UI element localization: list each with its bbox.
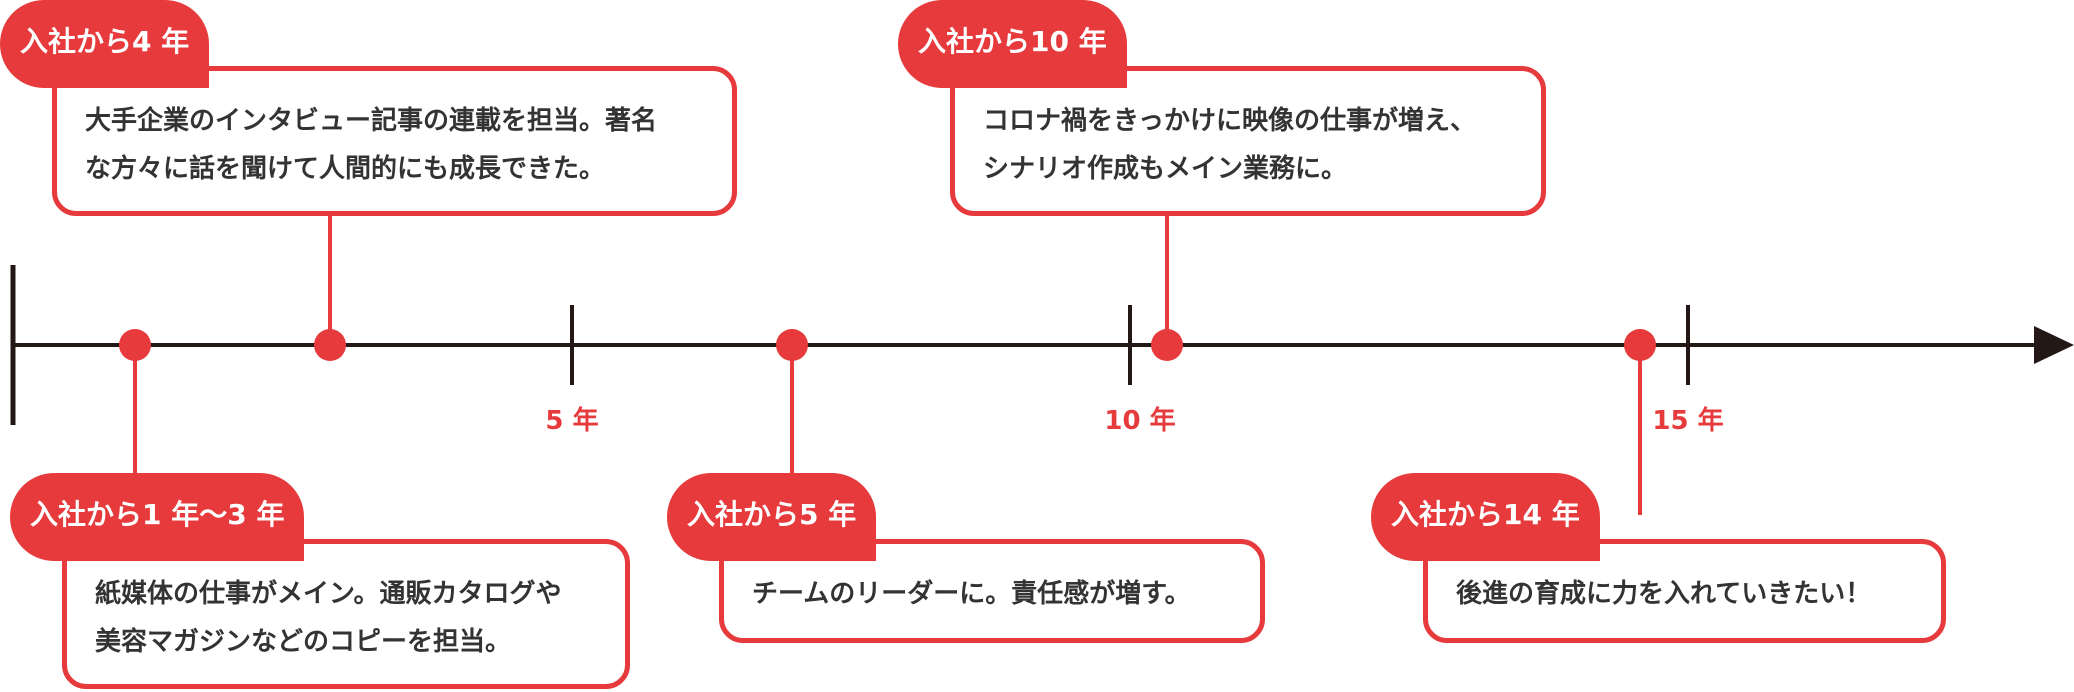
tick-label-10: 10 年: [1104, 406, 1176, 436]
event-text-line: 美容マガジンなどのコピーを担当。: [95, 627, 512, 657]
axis-arrow-icon: [2034, 326, 2074, 364]
event-card: 紙媒体の仕事がメイン。通販カタログや 美容マガジンなどのコピーを担当。: [62, 539, 630, 689]
event-text-line: チームのリーダーに。責任感が増す。: [752, 579, 1191, 609]
tick-label-15: 15 年: [1652, 406, 1724, 436]
event-tag: 入社から4 年: [0, 0, 210, 88]
event-text-line: シナリオ作成もメイン業務に。: [983, 154, 1348, 184]
event-tag: 入社から10 年: [898, 0, 1127, 88]
event-card: 後進の育成に力を入れていきたい！: [1423, 539, 1946, 643]
marker-year-10: [1151, 329, 1183, 361]
event-text-line: コロナ禍をきっかけに映像の仕事が増え、: [983, 106, 1476, 136]
marker-year-5: [776, 329, 808, 361]
event-text-line: 紙媒体の仕事がメイン。通販カタログや: [95, 579, 562, 609]
event-card: 大手企業のインタビュー記事の連載を担当。著名 な方々に話を聞けて人間的にも成長で…: [52, 66, 737, 216]
marker-year-4: [314, 329, 346, 361]
event-tag: 入社から5 年: [667, 473, 877, 561]
marker-year-14: [1624, 329, 1656, 361]
event-text-line: な方々に話を聞けて人間的にも成長できた。: [85, 154, 606, 184]
event-text-line: 大手企業のインタビュー記事の連載を担当。著名: [85, 106, 658, 136]
event-tag: 入社から14 年: [1371, 473, 1600, 561]
tick-label-5: 5 年: [545, 406, 599, 436]
marker-year-1-3: [119, 329, 151, 361]
event-card: コロナ禍をきっかけに映像の仕事が増え、 シナリオ作成もメイン業務に。: [950, 66, 1546, 216]
event-tag: 入社から1 年〜3 年: [10, 473, 305, 561]
event-text-line: 後進の育成に力を入れていきたい！: [1456, 579, 1872, 609]
